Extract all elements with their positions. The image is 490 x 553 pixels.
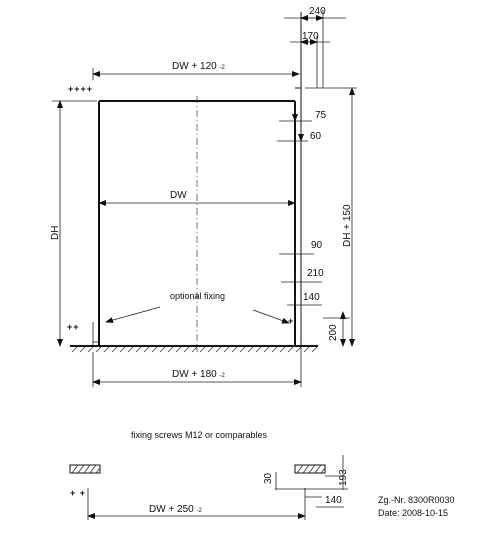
svg-text:DW + 180 -2: DW + 180 -2 — [172, 369, 226, 380]
label-dw-plus-180: DW + 180 — [172, 369, 217, 380]
label-210: 210 — [307, 268, 324, 279]
marker-bottom-right: + — [288, 316, 293, 326]
dim-dh: DH — [50, 100, 97, 347]
label-90: 90 — [311, 240, 323, 251]
label-dw-plus-120: DW + 120 — [172, 61, 217, 72]
dim-90: 90 — [279, 240, 323, 255]
label-30: 30 — [263, 472, 274, 484]
marker-bottom-left: ++ — [67, 322, 80, 332]
label-140: 140 — [303, 292, 320, 303]
fixing-screws-note: fixing screws M12 or comparables — [131, 430, 268, 440]
label-dh-plus-150: DH + 150 — [342, 204, 353, 247]
fixing-marks — [92, 304, 302, 346]
label-60: 60 — [310, 131, 322, 142]
label-dh: DH — [50, 226, 61, 240]
svg-text:DW + 120 -2: DW + 120 -2 — [172, 61, 226, 72]
label-140-section: 140 — [325, 495, 342, 506]
section-view — [69, 455, 348, 520]
marker-top-left: ++++ — [68, 84, 93, 94]
dim-210: 210 — [281, 268, 324, 283]
label-dw: DW — [170, 190, 187, 201]
label-240: 240 — [309, 6, 326, 17]
svg-text:DW + 250 -2: DW + 250 -2 — [149, 504, 203, 515]
drawing-number: Zg.-Nr. 8300R0030 — [378, 495, 455, 505]
label-75: 75 — [315, 110, 327, 121]
dim-140: 140 — [287, 292, 322, 306]
dim-dh-plus-150: DH + 150 — [305, 87, 357, 347]
label-193: 193 — [338, 469, 349, 486]
dim-240: 240 — [284, 6, 346, 88]
dim-dw-plus-180: DW + 180 -2 — [92, 346, 302, 387]
dim-170: 170 — [290, 31, 330, 88]
label-dw-plus-250: DW + 250 — [149, 504, 194, 515]
optional-fixing-arrows — [105, 306, 290, 324]
label-dw-plus-120-suffix: -2 — [220, 65, 226, 71]
right-post — [295, 12, 302, 346]
label-dw-plus-250-suffix: -2 — [197, 508, 203, 514]
marker-section-left: + + — [70, 488, 86, 498]
dim-75: 75 — [279, 107, 327, 122]
dim-dw-plus-120: DW + 120 -2 — [92, 61, 300, 80]
drawing-date: Date: 2008-10-15 — [378, 508, 448, 518]
dim-200: 200 — [323, 311, 350, 347]
label-170: 170 — [302, 31, 319, 42]
dim-60: 60 — [277, 126, 322, 142]
floor-line — [70, 345, 319, 353]
label-200: 200 — [328, 324, 339, 341]
dim-dw: DW — [98, 190, 296, 206]
optional-fixing-note: optional fixing — [170, 291, 225, 301]
label-dw-plus-180-suffix: -2 — [220, 373, 226, 379]
